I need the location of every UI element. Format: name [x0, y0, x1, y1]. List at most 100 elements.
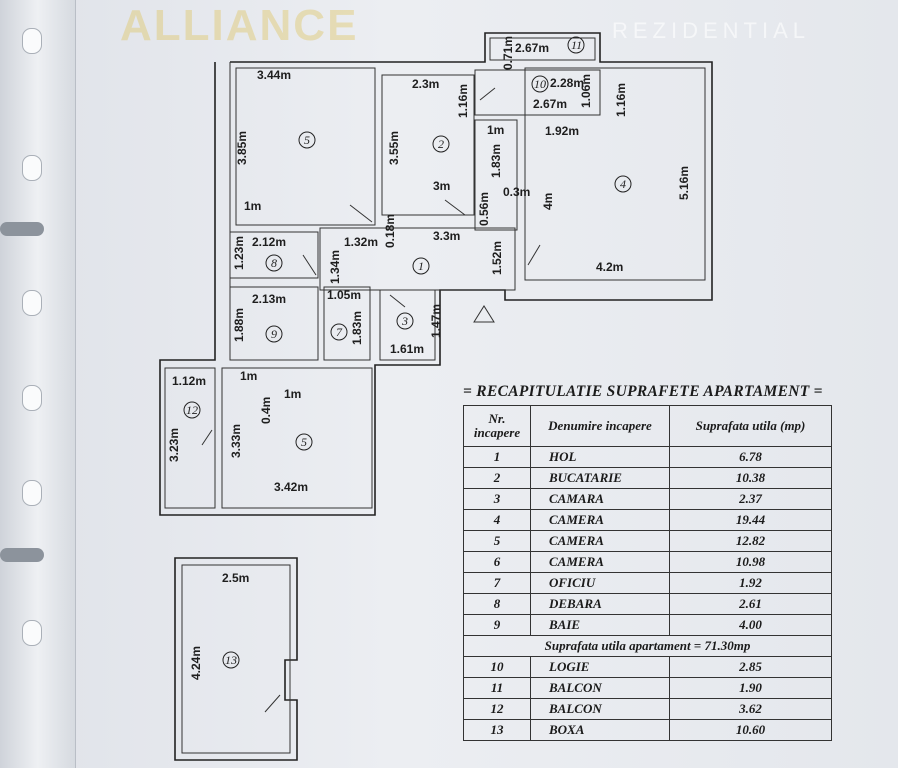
- room-number-markers: 11 10 5 2 4 1 8 9 7 3 12 5 13: [183, 36, 632, 669]
- punch-hole: [22, 480, 42, 506]
- punch-hole: [22, 385, 42, 411]
- dim-label: 1.83m: [489, 144, 503, 178]
- punch-hole: [22, 620, 42, 646]
- dim-label: 1.06m: [579, 74, 593, 108]
- dim-label: 0.4m: [259, 397, 273, 424]
- dim-label: 1.34m: [328, 250, 342, 284]
- dim-label: 3.23m: [167, 428, 181, 462]
- dim-label: 2.67m: [515, 41, 549, 55]
- svg-text:13: 13: [225, 653, 237, 667]
- dim-label: 4m: [541, 193, 555, 210]
- area-summary-table: Nr. incapere Denumire incapere Suprafata…: [463, 405, 832, 741]
- corridor: [474, 119, 518, 231]
- room-13: [174, 557, 298, 761]
- dim-label: 1.32m: [344, 235, 378, 249]
- summary-title: = RECAPITULATIE SUPRAFETE APARTAMENT =: [463, 383, 823, 400]
- header-name: Denumire incapere: [530, 405, 670, 447]
- triangle-icon: [473, 305, 495, 323]
- room-4: [524, 67, 706, 281]
- room-6: [221, 367, 373, 509]
- dim-label: 2.67m: [533, 97, 567, 111]
- room-12: [164, 367, 216, 509]
- dim-label: 1.05m: [327, 288, 361, 302]
- dim-label: 3.44m: [257, 68, 291, 82]
- dim-label: 1.92m: [545, 124, 579, 138]
- svg-text:5: 5: [301, 435, 307, 449]
- dim-label: 0.56m: [477, 192, 491, 226]
- dim-label: 1.88m: [232, 308, 246, 342]
- room-2: [381, 74, 475, 216]
- dim-label: 3.85m: [235, 131, 249, 165]
- table-header-row: Nr. incapere Denumire incapere Suprafata…: [463, 405, 832, 447]
- dim-label: 1.16m: [456, 84, 470, 118]
- dim-label: 1.16m: [614, 83, 628, 117]
- room-5: [235, 67, 376, 226]
- dim-label: 4.2m: [596, 260, 623, 274]
- dim-label: 2.12m: [252, 235, 286, 249]
- total-row: Suprafata utila apartament = 71.30mp: [463, 635, 832, 657]
- dim-label: 0.3m: [503, 185, 530, 199]
- plastic-sleeve: [0, 0, 76, 768]
- room-8: [229, 231, 319, 279]
- svg-text:2: 2: [438, 137, 444, 151]
- punch-hole: [22, 28, 42, 54]
- dim-label: 1.52m: [490, 241, 504, 275]
- svg-text:9: 9: [271, 327, 277, 341]
- dim-label: 5.16m: [677, 166, 691, 200]
- dim-label: 1m: [284, 387, 301, 401]
- room-7: [323, 286, 371, 361]
- dim-label: 3.33m: [229, 424, 243, 458]
- punch-hole: [22, 290, 42, 316]
- svg-text:3: 3: [401, 314, 408, 328]
- dim-label: 2.28m: [550, 76, 584, 90]
- dim-label: 1.47m: [429, 304, 443, 338]
- header-nr: Nr. incapere: [463, 405, 531, 447]
- room-10: [474, 69, 601, 116]
- room-9: [229, 286, 319, 361]
- dim-label: 3.55m: [387, 131, 401, 165]
- dim-label: 1.12m: [172, 374, 206, 388]
- svg-text:10: 10: [534, 77, 546, 91]
- header-area: Suprafata utila (mp): [669, 405, 832, 447]
- room-11: [489, 37, 596, 61]
- dim-label: 1m: [240, 369, 257, 383]
- svg-text:11: 11: [571, 38, 582, 52]
- dim-label: 4.24m: [189, 646, 203, 680]
- svg-text:5: 5: [304, 133, 310, 147]
- dim-label: 3.3m: [433, 229, 460, 243]
- svg-text:12: 12: [186, 403, 198, 417]
- dim-label: 1.61m: [390, 342, 424, 356]
- dim-label: 1.23m: [232, 236, 246, 270]
- dim-label: 3m: [433, 179, 450, 193]
- dim-label: 1.83m: [350, 311, 364, 345]
- dim-label: 3.42m: [274, 480, 308, 494]
- watermark-logo: ALLIANCE: [120, 1, 359, 50]
- svg-text:1: 1: [418, 259, 424, 273]
- room-3: [379, 289, 436, 361]
- binder-ring: [0, 222, 44, 236]
- dim-label: 0.71m: [501, 36, 515, 70]
- dim-label: 2.3m: [412, 77, 439, 91]
- svg-text:4: 4: [620, 177, 626, 191]
- dim-label: 1m: [487, 123, 504, 137]
- dim-label: 0.18m: [383, 214, 397, 248]
- binder-ring: [0, 548, 44, 562]
- svg-text:8: 8: [271, 256, 277, 270]
- dim-label: 2.5m: [222, 571, 249, 585]
- dim-label: 2.13m: [252, 292, 286, 306]
- svg-text:7: 7: [336, 325, 343, 339]
